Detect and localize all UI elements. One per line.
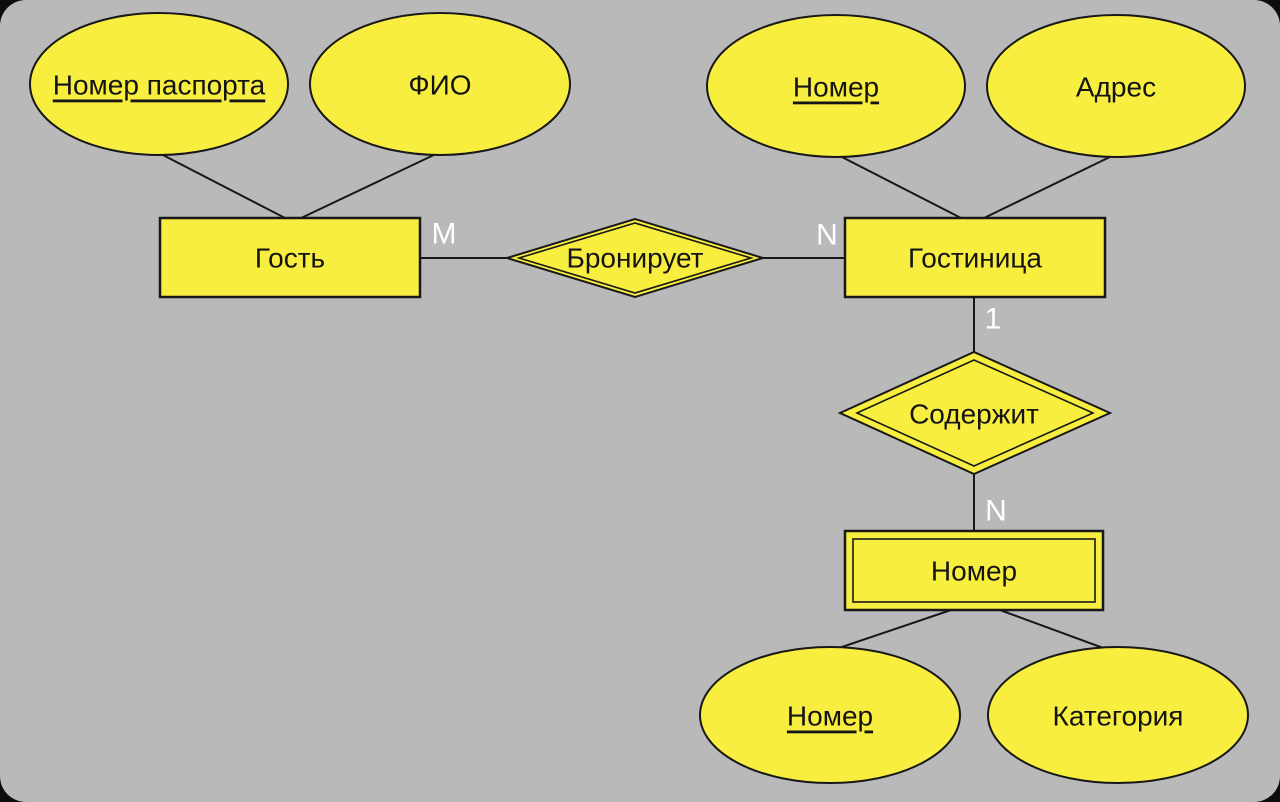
entity-hotel: Гостиница bbox=[843, 216, 1107, 299]
cardinality-labels: M N 1 N bbox=[432, 218, 1007, 528]
entity-rect-inner bbox=[852, 538, 1096, 603]
attribute-ellipse bbox=[986, 14, 1246, 158]
relationship-contains: Содержит bbox=[837, 350, 1113, 476]
connector-room-category bbox=[999, 609, 1107, 650]
connector-hotelnumber-hotel bbox=[837, 154, 964, 220]
entity-label-room: Номер bbox=[931, 556, 1017, 587]
entity-guest: Гость bbox=[158, 216, 422, 299]
attribute-ellipse bbox=[29, 12, 289, 156]
entity-label-guest: Гость bbox=[255, 243, 325, 274]
relationship-diamond bbox=[503, 217, 767, 299]
relationship-books: Бронирует bbox=[503, 217, 767, 299]
connector-passport-guest bbox=[158, 152, 288, 220]
entity-rect-outer bbox=[843, 529, 1105, 612]
cardinality-contains-room: N bbox=[985, 495, 1007, 528]
connector-address-hotel bbox=[981, 154, 1115, 220]
attribute-hotel-number: Номер bbox=[706, 14, 966, 158]
attribute-label-room-number: Номер bbox=[787, 701, 873, 732]
cardinality-books-hotel: N bbox=[816, 219, 838, 252]
relationship-diamond-inner bbox=[516, 222, 754, 294]
attribute-ellipse bbox=[699, 646, 961, 784]
attribute-full-name: ФИО bbox=[309, 12, 571, 156]
entity-rect bbox=[843, 216, 1107, 299]
relationship-diamond bbox=[837, 350, 1113, 476]
connector-fio-guest bbox=[298, 152, 439, 220]
relationship-label-books: Бронирует bbox=[566, 243, 703, 274]
relationship-diamond-inner bbox=[855, 359, 1095, 467]
connector-lines bbox=[158, 152, 1115, 650]
cardinality-hotel-contains: 1 bbox=[985, 303, 1002, 336]
attribute-address: Адрес bbox=[986, 14, 1246, 158]
attribute-ellipse bbox=[309, 12, 571, 156]
attribute-category: Категория bbox=[987, 646, 1249, 784]
attribute-ellipse bbox=[987, 646, 1249, 784]
attribute-room-number: Номер bbox=[699, 646, 961, 784]
attribute-passport-number: Номер паспорта bbox=[29, 12, 289, 156]
connector-room-roomnumber bbox=[835, 609, 952, 650]
attribute-ellipse bbox=[706, 14, 966, 158]
attribute-label-address: Адрес bbox=[1076, 72, 1156, 103]
attribute-label-full-name: ФИО bbox=[408, 70, 471, 101]
relationship-label-contains: Содержит bbox=[909, 399, 1039, 430]
entity-rect bbox=[158, 216, 422, 299]
entity-room-weak: Номер bbox=[843, 529, 1105, 612]
entity-label-hotel: Гостиница bbox=[908, 243, 1042, 274]
attribute-label-category: Категория bbox=[1053, 701, 1184, 732]
cardinality-guest-books: M bbox=[432, 218, 457, 251]
attribute-label-hotel-number: Номер bbox=[793, 72, 879, 103]
attribute-label-passport-number: Номер паспорта bbox=[53, 70, 266, 101]
